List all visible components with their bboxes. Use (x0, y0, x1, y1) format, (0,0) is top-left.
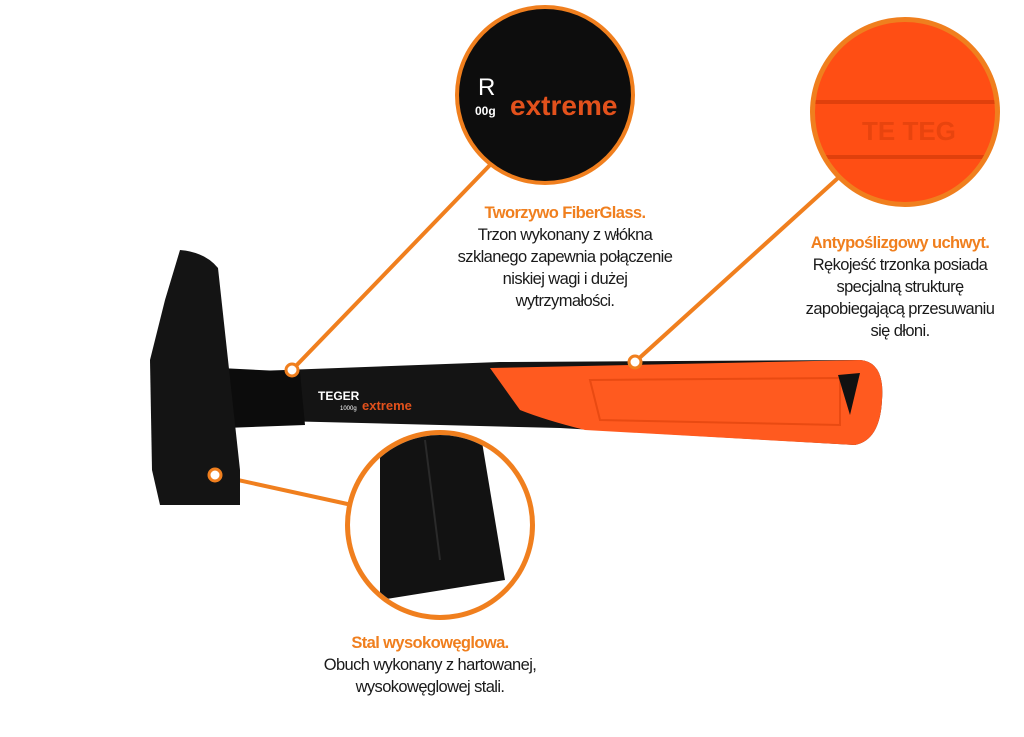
callout-steel: Stal wysokowęglowa. Obuch wykonany z har… (295, 632, 565, 698)
svg-text:1000g: 1000g (340, 406, 357, 412)
svg-text:extreme: extreme (362, 398, 412, 413)
svg-text:TE TEG: TE TEG (862, 116, 956, 146)
zoom-circle-fiberglass: R 00g extreme (455, 5, 635, 185)
hammer-handle (220, 360, 883, 445)
callout-fiberglass: Tworzywo FiberGlass. Trzon wykonany z wł… (430, 202, 700, 312)
callout-title: Tworzywo FiberGlass. (484, 204, 647, 222)
brand-logo: TEGER (318, 389, 360, 403)
zoom-circle-steel (345, 430, 535, 620)
callout-title: Stal wysokowęglowa. (351, 634, 509, 652)
callout-grip: Antypoślizgowy uchwyt. Rękojeść trzonka … (775, 232, 1024, 342)
hammer-head (150, 250, 240, 505)
svg-text:00g: 00g (475, 104, 496, 118)
callout-title: Antypoślizgowy uchwyt. (810, 234, 990, 252)
svg-text:extreme: extreme (510, 90, 617, 121)
zoom-circle-grip: TE TEG (810, 17, 1000, 207)
svg-text:R: R (478, 74, 495, 101)
